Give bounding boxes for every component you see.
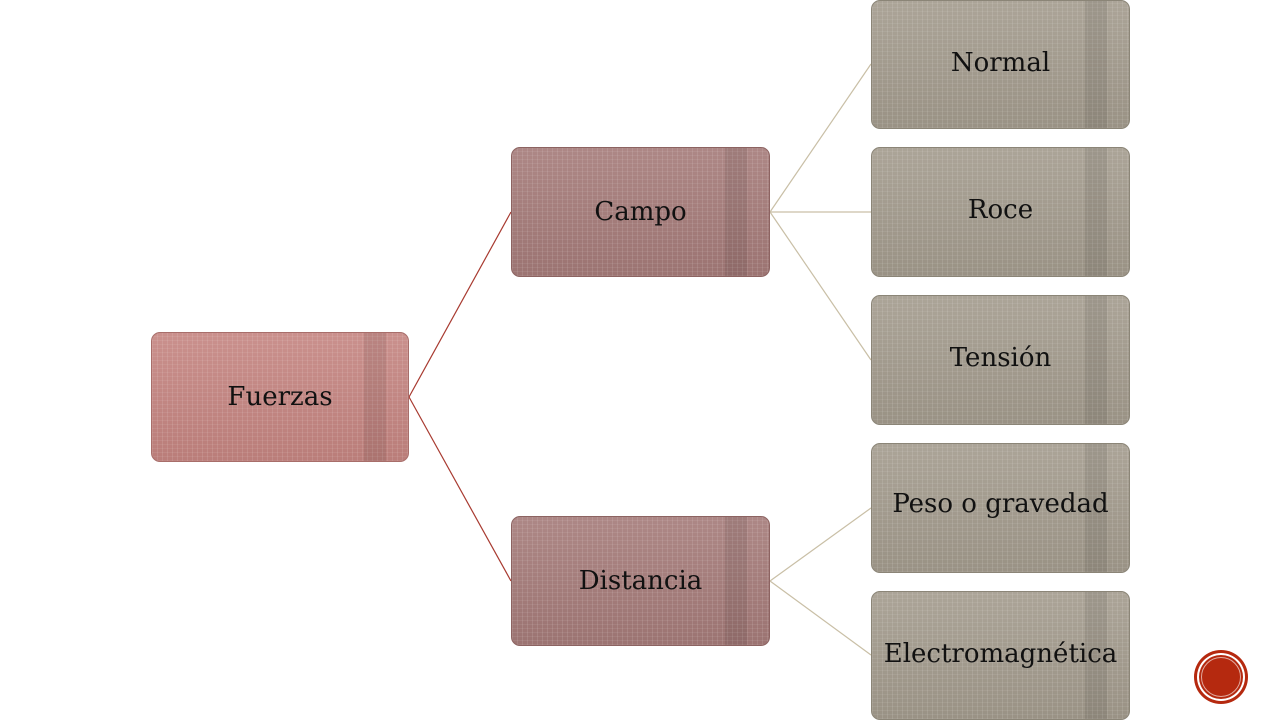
node-campo: Campo (511, 147, 770, 277)
connector-campo-normal (769, 63, 872, 213)
connector-fuerzas-campo (408, 211, 512, 398)
node-roce: Roce (871, 147, 1130, 277)
node-distancia: Distancia (511, 516, 770, 646)
node-label: Tensión (949, 343, 1052, 373)
node-label: Normal (950, 47, 1051, 78)
node-electromagnetica: Electromagnética (871, 591, 1130, 720)
node-normal: Normal (871, 0, 1130, 129)
connector-fuerzas-distancia (408, 396, 512, 582)
node-label: Campo (594, 197, 687, 227)
node-label: Peso o gravedad (892, 489, 1109, 519)
node-tension: Tensión (871, 295, 1130, 425)
circle-nav-icon[interactable] (1197, 653, 1245, 701)
connector-distancia-peso (769, 507, 872, 582)
node-label: Fuerzas (227, 382, 333, 412)
connector-campo-tension (769, 211, 872, 361)
node-label: Electromagnética (883, 638, 1118, 669)
node-peso-o-gravedad: Peso o gravedad (871, 443, 1130, 573)
node-fuerzas: Fuerzas (151, 332, 409, 462)
node-label: Distancia (578, 566, 703, 596)
node-label: Roce (967, 195, 1034, 225)
connector-distancia-electromagnetica (769, 580, 872, 656)
